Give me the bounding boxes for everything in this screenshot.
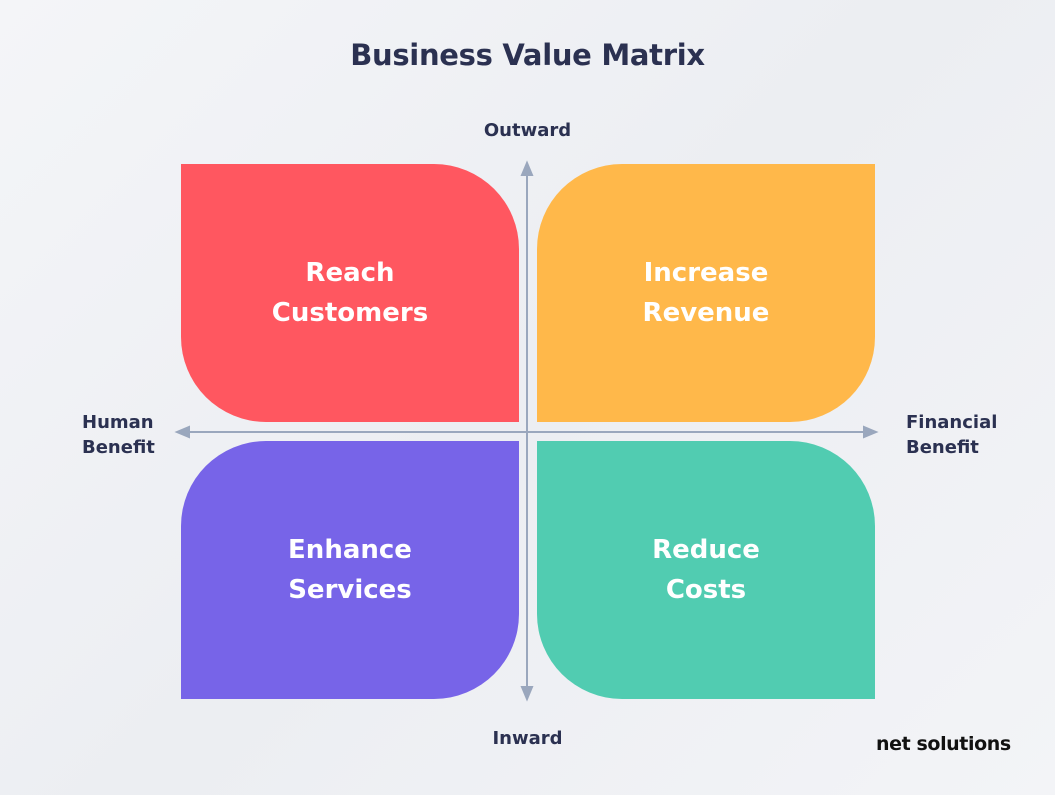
axis-label-bottom: Inward — [492, 728, 563, 749]
axis-label-top: Outward — [483, 120, 572, 141]
axis-label-left-line-2: Benefit — [82, 437, 155, 458]
quadrant-increase-revenue: Increase Revenue — [537, 164, 875, 422]
axis-label-right-line-1: Financial — [906, 412, 998, 433]
quadrant-label: Increase Revenue — [642, 258, 770, 328]
quadrant-label: Reach Customers — [271, 258, 429, 328]
quadrant-label: Reduce Costs — [652, 535, 760, 605]
arrow-up-icon — [520, 160, 534, 176]
quadrant-reduce-costs: Reduce Costs — [537, 441, 875, 699]
axis-label-left: Human Benefit — [82, 410, 155, 460]
axis-label-left-line-1: Human — [82, 412, 154, 433]
net-solutions-logo: net solutions — [876, 733, 1011, 755]
arrow-right-icon — [863, 425, 879, 439]
axis-label-right: Financial Benefit — [906, 410, 997, 460]
page-title: Business Value Matrix — [350, 38, 705, 72]
arrow-down-icon — [520, 686, 534, 702]
quadrant-label: Enhance Services — [288, 535, 412, 605]
quadrant-enhance-services: Enhance Services — [181, 441, 519, 699]
quadrant-reach-customers: Reach Customers — [181, 164, 519, 422]
arrow-left-icon — [174, 425, 190, 439]
axis-label-right-line-2: Benefit — [906, 437, 979, 458]
